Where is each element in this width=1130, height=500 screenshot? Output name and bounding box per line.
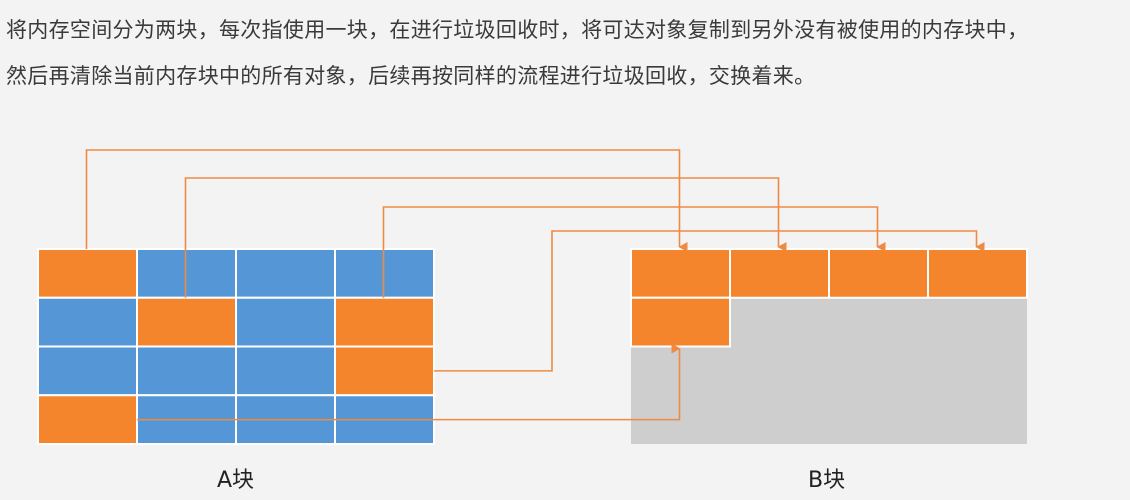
copy-arrow — [184, 177, 787, 298]
block-b-cell-live — [927, 248, 1028, 299]
block-a-label: A块 — [217, 468, 255, 493]
block-b-cell-live — [630, 296, 731, 348]
copy-arrow — [434, 230, 985, 372]
block-a-cell-empty — [37, 296, 138, 348]
block-a-cell-empty — [136, 345, 237, 397]
copy-arrow — [382, 206, 886, 298]
block-a-cell-empty — [37, 345, 138, 397]
block-a-cell-live — [37, 394, 138, 445]
block-a-cell-empty — [235, 248, 336, 299]
copy-arrow — [137, 343, 681, 421]
block-a-cell-empty — [235, 296, 336, 348]
block-a-cell-empty — [136, 248, 237, 299]
block-a-cell-live — [334, 296, 435, 348]
block-b-cell-live — [729, 248, 830, 299]
block-a-cell-live — [136, 296, 237, 348]
copy-arrow — [85, 149, 688, 252]
block-b-label: B块 — [808, 468, 846, 493]
block-a-cell-live — [334, 345, 435, 397]
block-a-cell-empty — [334, 248, 435, 299]
description-line-2: 然后再清除当前内存块中的所有对象，后续再按同样的流程进行垃圾回收，交换着来。 — [6, 64, 816, 88]
block-a-cell-empty — [235, 345, 336, 397]
block-b-cell-live — [630, 248, 731, 299]
block-a-cell-live — [37, 248, 138, 299]
description-line-1: 将内存空间分为两块，每次指使用一块，在进行垃圾回收时，将可达对象复制到另外没有被… — [6, 18, 1029, 42]
block-b-cell-live — [828, 248, 929, 299]
